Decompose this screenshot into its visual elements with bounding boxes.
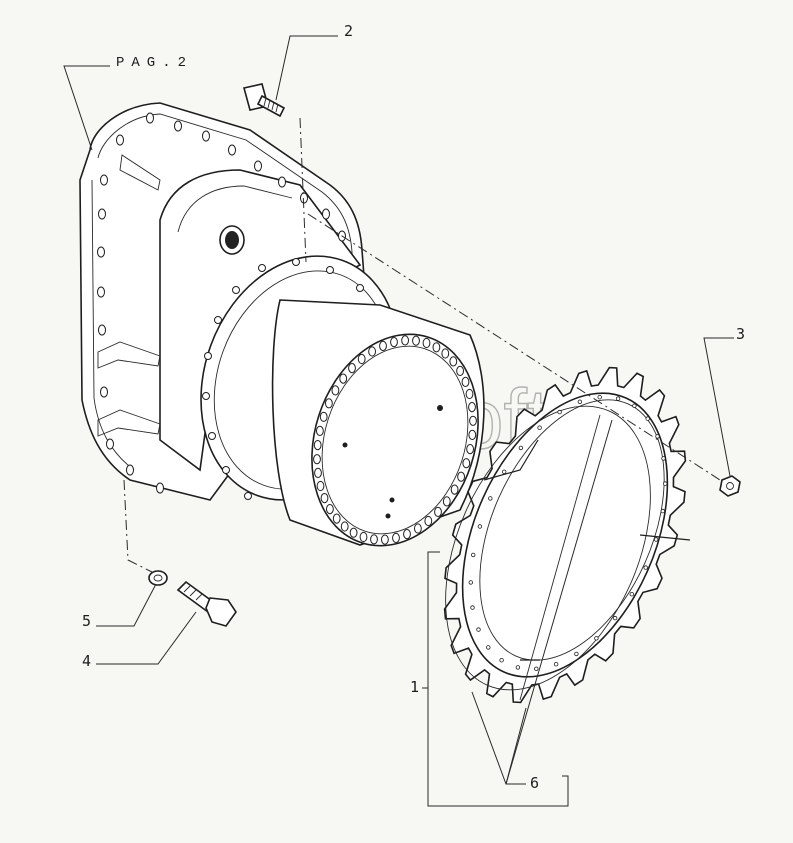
bolt-part-2 [243, 83, 286, 118]
hub-bolt-hole [368, 346, 377, 357]
sprocket-bolt-hole [655, 434, 660, 439]
sprocket-bolt-hole [615, 396, 621, 401]
sprocket-bolt-hole [653, 537, 659, 542]
sprocket-bolt-hole [488, 496, 493, 501]
sprocket-bolt-hole [597, 395, 602, 400]
callout-3: 3 [736, 325, 745, 343]
hub-bolt-hole [370, 534, 378, 545]
hub-bolt-hole [450, 484, 459, 495]
hub-bolt-hole [424, 515, 433, 527]
hub-bolt-hole [432, 342, 441, 353]
sprocket-bolt-hole [471, 552, 476, 558]
hub-bolt-hole [412, 335, 420, 346]
sprocket-bolt-hole [612, 615, 618, 621]
hub-face-bolt-circle [313, 335, 477, 545]
hub-bolt-hole [339, 373, 348, 384]
sprocket-bolt-hole [594, 636, 599, 641]
callout-leaders [63, 35, 734, 807]
sprocket-bolt-hole [577, 399, 583, 404]
callout-1: 1 [410, 678, 419, 696]
sprocket-bolt-holes [468, 395, 668, 671]
hub-bolt-hole [320, 493, 329, 504]
sprocket-bolt-hole [477, 524, 483, 529]
hub-bolt-hole [379, 340, 387, 351]
hub-bolt-hole [348, 363, 356, 374]
hub-bolt-hole [414, 523, 422, 534]
sprocket-bolt-hole [537, 425, 542, 430]
sprocket-bolt-hole [468, 580, 473, 585]
hub-bolt-hole [403, 529, 411, 540]
sprocket-bolt-hole [476, 627, 481, 632]
hub-bolt-hole [316, 425, 324, 436]
washer-part-5 [148, 570, 168, 586]
sprocket-bolt-hole [661, 456, 666, 461]
hub-bolt-hole [468, 429, 477, 440]
hub-bolt-hole [392, 532, 400, 544]
bolt-part-4 [176, 580, 237, 627]
callout-5: 5 [82, 612, 91, 630]
hub-bolt-hole [326, 504, 334, 515]
sprocket-bolt-hole [632, 403, 637, 408]
hub-bolt-hole [381, 534, 389, 545]
sprocket-bolt-hole [629, 592, 634, 597]
hub-bolt-hole [461, 376, 470, 387]
sprocket-bolt-hole [663, 481, 668, 486]
callout-2: 2 [344, 22, 353, 40]
hub-ring-bolt-holes [202, 258, 364, 500]
hub-bolt-hole [332, 513, 341, 524]
housing-bolt-holes [97, 112, 346, 494]
hub-bolt-hole [457, 471, 466, 482]
sprocket-bolt-hole [515, 665, 521, 670]
sprocket-bolt-hole [645, 416, 650, 421]
hub-bolt-hole [468, 402, 476, 413]
hub-bolt-hole [349, 527, 358, 538]
hub-bolt-hole [359, 531, 368, 543]
hub-bolt-hole [357, 353, 366, 365]
nut-part-3 [719, 475, 741, 497]
hub-bolt-hole [449, 356, 458, 367]
hub-bolt-hole [422, 337, 431, 349]
hub-bolt-hole [390, 337, 398, 348]
hub-bolt-hole [441, 348, 450, 359]
hub-bolt-hole [469, 415, 477, 426]
sprocket-bolt-hole [557, 409, 562, 415]
hub-bolt-hole [331, 385, 340, 396]
hub-cylinder [271, 299, 485, 547]
hub-bolt-hole [313, 440, 322, 451]
hub-bolt-hole [442, 496, 451, 507]
hub-bolt-hole [466, 444, 475, 455]
assembly-lines [123, 117, 721, 573]
sprocket-bolt-hole [553, 662, 559, 667]
sprocket-bolt-hole [574, 651, 579, 657]
sprocket-bolt-hole [518, 445, 524, 451]
sprocket-bolt-hole [502, 469, 507, 474]
sprocket-bolt-hole [534, 666, 539, 671]
hub-bolt-hole [319, 411, 328, 422]
sprocket-wheel [443, 366, 691, 704]
sprocket-bolt-hole [660, 508, 665, 514]
hub-bolt-hole [401, 335, 410, 346]
hub-bolt-hole [340, 521, 349, 532]
callout-4: 4 [82, 652, 91, 670]
hub-bolt-hole [313, 454, 321, 465]
hub-bolt-hole [465, 388, 474, 400]
hub-bolt-hole [325, 398, 333, 409]
hub-bolt-hole [314, 467, 322, 478]
sprocket-bolt-hole [499, 658, 504, 663]
hub-bolt-hole [462, 458, 471, 469]
hub-bolt-hole [316, 480, 325, 492]
hub-bolt-hole [456, 365, 465, 376]
callout-6: 6 [530, 774, 539, 792]
sprocket-bolt-hole [643, 565, 648, 570]
sprocket-bolt-hole [486, 645, 491, 650]
page-reference: PAG.2 [116, 55, 193, 71]
sprocket-bolt-hole [470, 605, 475, 610]
hub-bolt-hole [434, 506, 442, 517]
